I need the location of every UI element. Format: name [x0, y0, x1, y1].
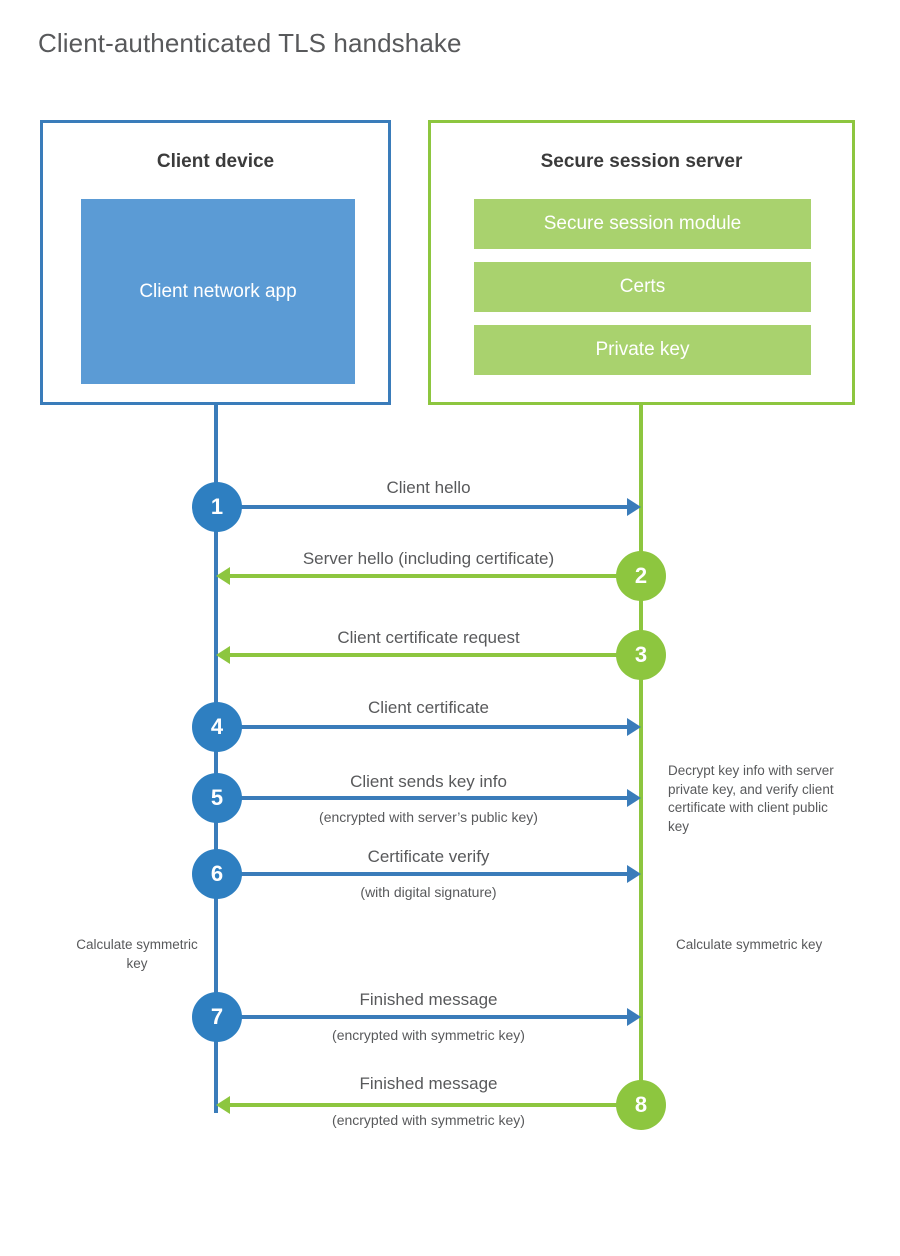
step-5-line: [216, 796, 628, 800]
client-calculate-symmetric-key-note: Calculate symmetric key: [76, 937, 198, 971]
step-1-circle: 1: [192, 482, 242, 532]
client-network-app-block: Client network app: [81, 199, 355, 384]
step-6-label: Certificate verify: [367, 847, 490, 866]
step-5-arrowhead-icon: [627, 789, 641, 807]
step-6-line: [216, 872, 628, 876]
client-device-title: Client device: [156, 151, 275, 172]
step-4-arrowhead-icon: [627, 718, 641, 736]
step-1-label: Client hello: [386, 478, 471, 497]
secure-session-module-block: Secure session module: [474, 199, 811, 249]
secure-session-server-box: Secure session server Secure session mod…: [428, 120, 855, 405]
step-8-line: [230, 1103, 641, 1107]
step-1-arrowhead-icon: [627, 498, 641, 516]
server-calculate-symmetric-key-note: Calculate symmetric key: [676, 937, 823, 952]
step-5-circle: 5: [192, 773, 242, 823]
step-6-sublabel: (with digital signature): [360, 884, 497, 900]
step-6-circle: 6: [192, 849, 242, 899]
step-7-label: Finished message: [359, 990, 498, 1009]
step-3-label: Client certificate request: [337, 628, 520, 647]
step-8-circle: 8: [616, 1080, 666, 1130]
step-8-label: Finished message: [359, 1074, 498, 1093]
private-key-block: Private key: [474, 325, 811, 375]
step-2-line: [230, 574, 641, 578]
step-3-line: [230, 653, 641, 657]
step-4-label: Client certificate: [368, 698, 489, 717]
secure-session-server-title: Secure session server: [540, 151, 743, 172]
page-title: Client-authenticated TLS handshake: [38, 28, 462, 58]
server-decrypt-note: Decrypt key info with server private key…: [668, 763, 834, 834]
step-7-arrowhead-icon: [627, 1008, 641, 1026]
step-4-circle: 4: [192, 702, 242, 752]
step-3-arrowhead-icon: [216, 646, 230, 664]
step-2-arrowhead-icon: [216, 567, 230, 585]
step-5-sublabel: (encrypted with server’s public key): [319, 809, 538, 825]
step-2-circle: 2: [616, 551, 666, 601]
step-7-line: [216, 1015, 628, 1019]
client-lifeline: [214, 405, 218, 1113]
step-3-circle: 3: [616, 630, 666, 680]
step-5-label: Client sends key info: [350, 772, 507, 791]
step-1-line: [216, 505, 628, 509]
server-lifeline: [639, 405, 643, 1105]
step-8-arrowhead-icon: [216, 1096, 230, 1114]
step-7-sublabel: (encrypted with symmetric key): [332, 1027, 525, 1043]
step-4-line: [216, 725, 628, 729]
step-8-sublabel: (encrypted with symmetric key): [332, 1112, 525, 1128]
step-7-circle: 7: [192, 992, 242, 1042]
step-2-label: Server hello (including certificate): [302, 549, 555, 568]
certs-block: Certs: [474, 262, 811, 312]
step-6-arrowhead-icon: [627, 865, 641, 883]
client-device-box: Client device Client network app: [40, 120, 391, 405]
